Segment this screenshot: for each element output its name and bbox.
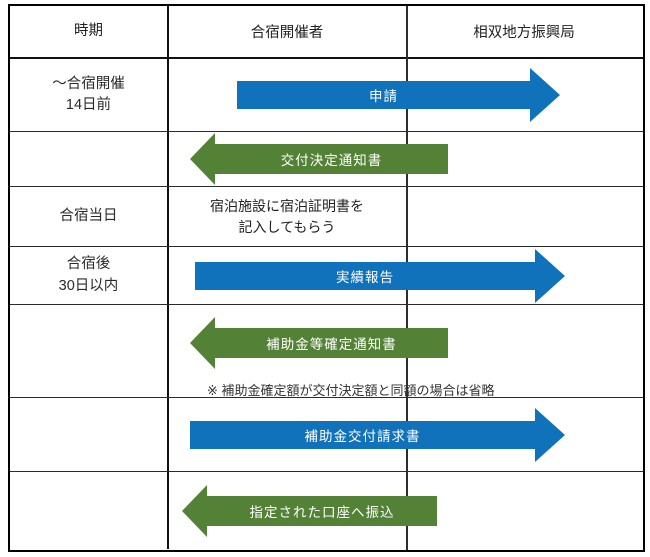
header-camp-organizer: 合宿開催者 [250, 25, 324, 41]
flow-cell: 補助金交付請求書 [169, 398, 643, 471]
arrow-body: 補助金交付請求書 [190, 420, 535, 449]
arrow-label: 申請 [369, 89, 398, 104]
period-cell [10, 305, 169, 397]
table-header-row: 時期 合宿開催者 相双地方振興局 [10, 6, 643, 59]
flow-cell: 交付決定通知書 [169, 132, 643, 186]
arrow-label: 補助金交付請求書 [304, 428, 421, 444]
application-arrow-right-icon: 申請 [237, 68, 560, 122]
omission-note: ※ 補助金確定額が交付決定額と同額の場合は省略 [207, 383, 495, 398]
results-report-arrow-right-icon: 実績報告 [195, 248, 565, 303]
period-cell [10, 472, 169, 549]
flow-cell: 補助金等確定通知書 ※ 補助金確定額が交付決定額と同額の場合は省略 [169, 305, 643, 398]
arrow-body: 実績報告 [195, 261, 535, 290]
period-cell: ～合宿開催 14日前 [10, 59, 169, 131]
arrow-label: 交付決定通知書 [280, 153, 383, 168]
subsidy-determination-notice-arrow-left-icon: 補助金等確定通知書 [190, 317, 643, 369]
period-cell: 合宿後 30日以内 [10, 247, 169, 304]
header-period: 時期 [10, 6, 169, 57]
bank-transfer-arrow-left-icon: 指定された口座へ振込 [182, 484, 437, 537]
arrow-body: 補助金等確定通知書 [215, 328, 448, 358]
flow-cell: 指定された口座へ振込 [169, 472, 643, 549]
grant-decision-notice-arrow-left-icon: 交付決定通知書 [190, 133, 448, 185]
period-cell [10, 132, 169, 186]
table-row: 交付決定通知書 [10, 132, 643, 187]
table-row: ～合宿開催 14日前 申請 [10, 59, 643, 132]
arrowhead-left-icon [190, 133, 215, 185]
arrow-label: 補助金等確定通知書 [266, 337, 397, 352]
header-soso-regional-bureau: 相双地方振興局 [473, 25, 575, 41]
period-cell [10, 398, 169, 471]
table-row: 合宿後 30日以内 実績報告 [10, 247, 643, 305]
table-row: 指定された口座へ振込 [10, 472, 643, 549]
arrowhead-left-icon [182, 484, 207, 537]
empty-cell [405, 187, 643, 246]
subsidy-payment-request-arrow-right-icon: 補助金交付請求書 [190, 407, 565, 462]
arrowhead-right-icon [530, 68, 560, 122]
arrow-label: 指定された口座へ振込 [249, 504, 395, 520]
arrow-body: 申請 [237, 81, 530, 109]
arrow-body: 指定された口座へ振込 [207, 495, 437, 526]
table-row: 合宿当日 宿泊施設に宿泊証明書を 記入してもらう [10, 187, 643, 247]
arrow-body: 交付決定通知書 [215, 144, 448, 174]
flow-cell: 実績報告 [169, 247, 643, 304]
arrowhead-left-icon [190, 317, 215, 369]
table-row: 補助金等確定通知書 ※ 補助金確定額が交付決定額と同額の場合は省略 [10, 305, 643, 398]
arrowhead-right-icon [535, 248, 565, 303]
table-row: 補助金交付請求書 [10, 398, 643, 472]
camp-day-instruction: 宿泊施設に宿泊証明書を 記入してもらう [210, 197, 364, 235]
arrow-label: 実績報告 [336, 269, 394, 285]
period-cell: 合宿当日 [10, 187, 169, 246]
process-flow-table: 時期 合宿開催者 相双地方振興局 ～合宿開催 14日前 申請 交付決定通知書 [8, 4, 645, 552]
arrowhead-right-icon [535, 407, 565, 462]
flow-cell: 申請 [169, 59, 643, 131]
